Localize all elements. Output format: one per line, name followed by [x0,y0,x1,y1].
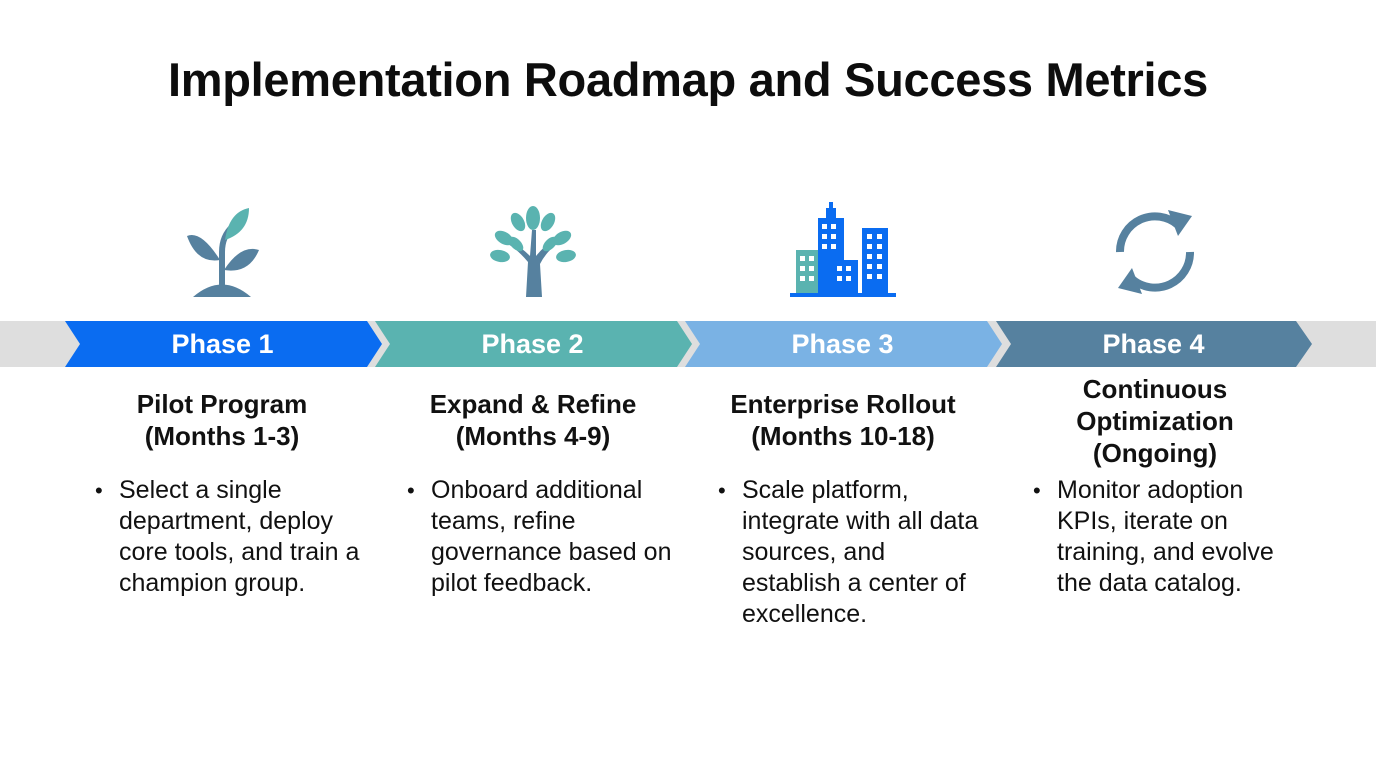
phase-3-bullet: Scale platform, integrate with all data … [718,475,988,630]
phase-2-title: Expand & Refine (Months 4-9) [393,388,673,452]
phase-4-title-line: Continuous [1082,374,1228,404]
phase-4-chevron [996,321,1312,367]
phase-2-bullet: Onboard additional teams, refine governa… [407,475,672,599]
tree-icon [478,200,588,304]
phase-4-label: Phase 4 [1102,329,1205,359]
phase-3-title-line: Enterprise Rollout [730,389,956,419]
phase-4-title-line: Optimization [1076,406,1234,436]
phase-timeline-band [0,321,1376,367]
phase-3-chevron [685,321,1002,367]
phase-2-bullet-list: Onboard additional teams, refine governa… [407,475,672,599]
phase-1-chevron [65,321,382,367]
refresh-cycle-icon [1100,200,1210,304]
phase-3-title: Enterprise Rollout (Months 10-18) [703,388,983,452]
phase-4-title-line: (Ongoing) [1092,438,1218,468]
phase-2-label: Phase 2 [481,329,584,359]
phase-3-bullet-list: Scale platform, integrate with all data … [718,475,988,630]
phase-1-label: Phase 1 [171,329,274,359]
phase-4-bullet-list: Monitor adoption KPIs, iterate on traini… [1033,475,1308,599]
phase-2-chevron [375,321,692,367]
phase-1-title-line: (Months 1-3) [144,421,300,451]
phase-4-bullet: Monitor adoption KPIs, iterate on traini… [1033,475,1308,599]
phase-1-bullet-list: Select a single department, deploy core … [95,475,380,599]
phase-2-title-line: (Months 4-9) [455,421,611,451]
sprout-icon [167,200,277,304]
page-title: Implementation Roadmap and Success Metri… [168,53,1208,106]
phase-1-bullet: Select a single department, deploy core … [95,475,380,599]
phase-4-title: Continuous Optimization (Ongoing) [1015,373,1295,469]
phase-1-title-line: Pilot Program [136,389,308,419]
phase-1-title: Pilot Program (Months 1-3) [82,388,362,452]
phase-2-title-line: Expand & Refine [429,389,637,419]
city-buildings-icon [788,200,898,304]
phase-3-label: Phase 3 [791,329,894,359]
phase-3-title-line: (Months 10-18) [751,421,935,451]
